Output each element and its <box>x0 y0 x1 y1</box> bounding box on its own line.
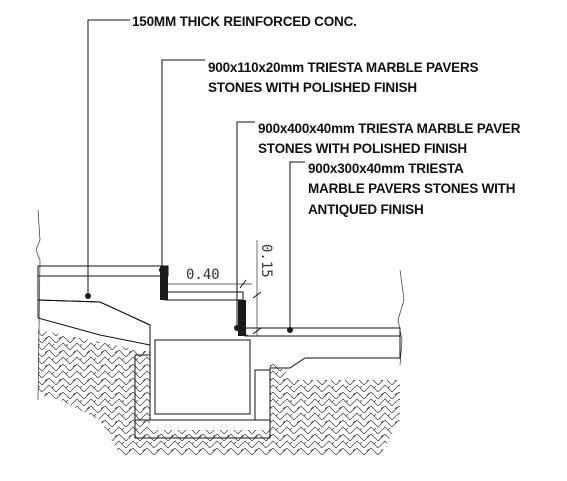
pit-wall-right <box>254 369 271 421</box>
leader-dot-paver2 <box>234 325 240 331</box>
label-slab: 150MM THICK REINFORCED CONC. <box>132 14 357 29</box>
break-line-right <box>397 269 405 366</box>
leader-slab <box>87 19 130 296</box>
label-paver2-line1: 900x400x40mm TRIESTA MARBLE PAVER <box>258 121 521 136</box>
leader-paver1 <box>161 59 205 270</box>
leader-paver3 <box>289 161 305 330</box>
label-paver2-line2: STONES WITH POLISHED FINISH <box>258 141 467 156</box>
label-paver3-line1: 900x300x40mm TRIESTA <box>308 161 464 176</box>
label-paver3-line2: MARBLE PAVERS STONES WITH <box>308 181 515 196</box>
break-line-left <box>35 209 41 401</box>
leader-paver2 <box>236 121 255 328</box>
earth-fill <box>38 330 400 455</box>
pcc-base-pit <box>134 419 271 439</box>
step-nosing <box>160 266 168 300</box>
dim-riser-value: 0.15 <box>258 244 274 278</box>
dim-tread-value: 0.40 <box>186 267 220 283</box>
label-paver1-line2: STONES WITH POLISHED FINISH <box>208 80 417 95</box>
paver-lower-right <box>244 327 401 337</box>
dim-tick-riser-b <box>252 327 262 335</box>
dim-tick-tread-a <box>239 279 247 289</box>
label-paver3-line3: ANTIQUED FINISH <box>308 202 424 217</box>
leader-dot-slab <box>85 293 91 299</box>
leader-dot-paver3 <box>287 327 293 333</box>
paver-top-left <box>37 265 169 277</box>
riser-nosing <box>238 300 246 336</box>
leader-dot-paver1 <box>159 267 165 273</box>
pit-inner <box>154 339 251 415</box>
dim-tick-riser-a <box>252 291 262 299</box>
paver-step <box>164 291 244 301</box>
label-paver1-line1: 900x110x20mm TRIESTA MARBLE PAVERS <box>208 60 478 75</box>
